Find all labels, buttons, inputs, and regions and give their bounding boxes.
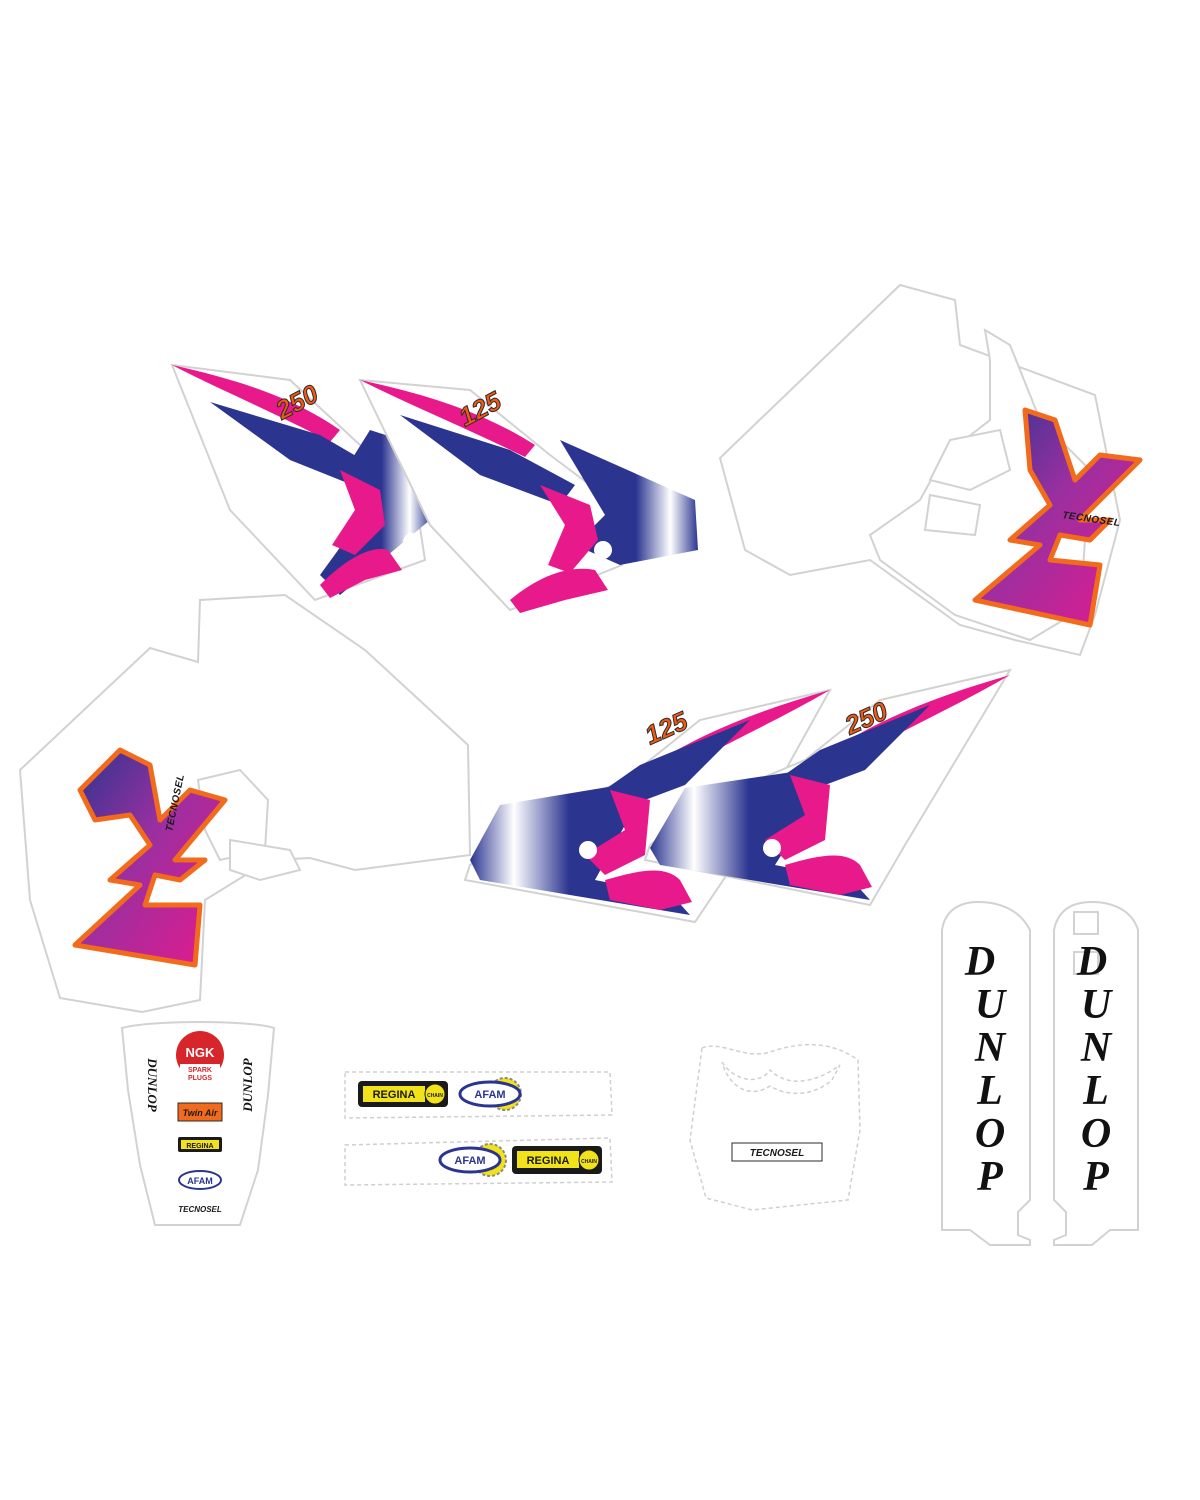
svg-text:O: O: [975, 1111, 1005, 1157]
swingarm-decal-top: REGINA CHAIN AFAM: [344, 1071, 613, 1119]
dunlop-logo-vertical: D U N L O P: [1076, 939, 1114, 1200]
shroud-decal-bottom-left: 125: [463, 688, 832, 924]
svg-text:REGINA: REGINA: [186, 1143, 213, 1150]
svg-text:D: D: [964, 939, 995, 985]
shroud-decal-bottom-right: 250: [643, 668, 1013, 907]
afam-logo-icon: AFAM: [178, 1170, 222, 1190]
afam-logo-icon: AFAM: [438, 1143, 507, 1177]
ngk-logo-icon: NGK SPARK PLUGS: [176, 1031, 224, 1082]
dunlop-logo: DUNLOP: [240, 1057, 255, 1112]
yz-logo-icon: [72, 747, 228, 968]
rear-plate-decal: TECNOSEL: [689, 1043, 861, 1211]
regina-logo-icon: REGINA CHAIN: [358, 1081, 448, 1107]
swingarm-decal-bottom: AFAM REGINA CHAIN: [344, 1137, 613, 1186]
svg-text:U: U: [1081, 982, 1114, 1028]
svg-text:AFAM: AFAM: [454, 1155, 485, 1167]
afam-logo-icon: AFAM: [458, 1077, 522, 1111]
radiator-panel-decal-right: TECNOSEL: [718, 283, 1143, 657]
svg-text:AFAM: AFAM: [187, 1176, 213, 1186]
svg-text:O: O: [1081, 1111, 1111, 1157]
svg-text:NGK: NGK: [186, 1045, 216, 1060]
front-fender-sponsor-decal: DUNLOP DUNLOP NGK SPARK PLUGS Twin Air R…: [120, 1021, 276, 1226]
svg-text:D: D: [1076, 939, 1107, 985]
svg-text:SPARK: SPARK: [188, 1067, 212, 1074]
regina-logo-icon: REGINA: [178, 1137, 222, 1152]
svg-text:N: N: [1080, 1025, 1113, 1071]
svg-text:L: L: [1082, 1068, 1109, 1114]
svg-text:P: P: [1082, 1154, 1109, 1200]
svg-text:CHAIN: CHAIN: [427, 1093, 443, 1099]
tecnosel-logo: TECNOSEL: [178, 1205, 222, 1214]
svg-text:Twin Air: Twin Air: [183, 1108, 218, 1118]
dunlop-logo-vertical: D U N L O P: [964, 939, 1008, 1200]
yz-logo-icon: [972, 407, 1143, 628]
shroud-decal-top-right: 125: [358, 378, 698, 613]
tecnosel-logo: TECNOSEL: [750, 1148, 804, 1159]
svg-text:CHAIN: CHAIN: [581, 1159, 597, 1165]
svg-text:PLUGS: PLUGS: [188, 1075, 212, 1082]
fork-guard-decal-right: D U N L O P: [1053, 900, 1139, 1246]
svg-text:L: L: [976, 1068, 1003, 1114]
svg-text:AFAM: AFAM: [474, 1089, 505, 1101]
radiator-panel-decal-left: TECNOSEL: [18, 593, 472, 1014]
svg-text:REGINA: REGINA: [527, 1155, 570, 1167]
svg-text:N: N: [974, 1025, 1007, 1071]
svg-text:U: U: [975, 982, 1008, 1028]
svg-text:REGINA: REGINA: [373, 1089, 416, 1101]
twin-air-logo-icon: Twin Air: [177, 1102, 223, 1122]
regina-logo-icon: REGINA CHAIN: [512, 1146, 602, 1174]
fork-guard-decal-left: D U N L O P: [941, 900, 1031, 1246]
shroud-decal-top-left: 250: [170, 363, 432, 602]
dunlop-logo: DUNLOP: [145, 1057, 160, 1112]
svg-text:P: P: [976, 1154, 1003, 1200]
